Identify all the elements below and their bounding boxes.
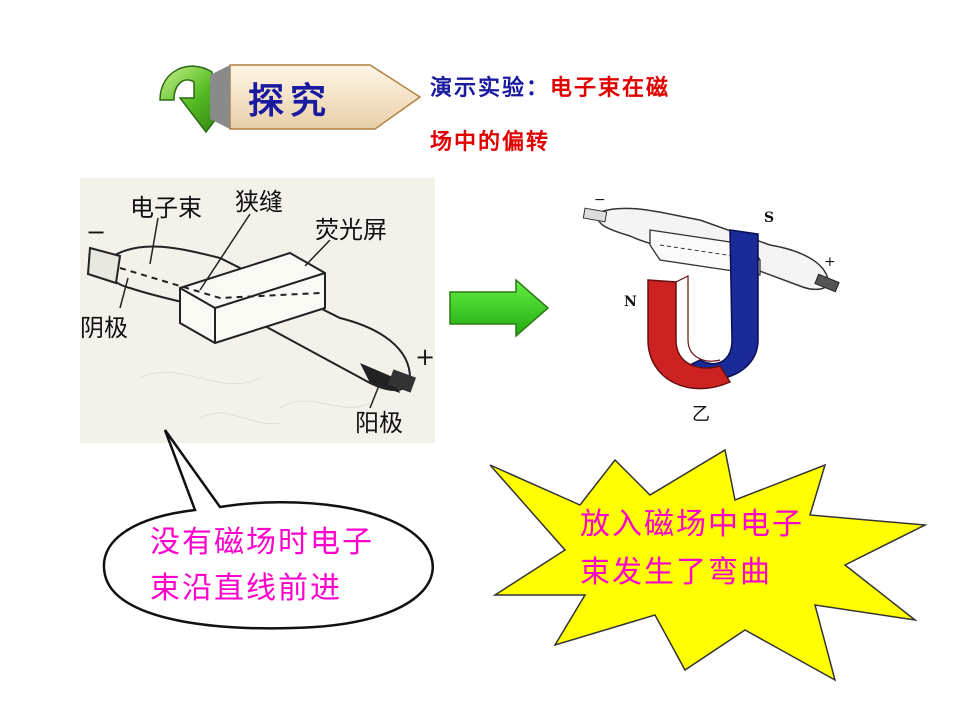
left-figure: 电子束 狭缝 荧光屏 阴极 阳极 − +	[80, 178, 435, 443]
magnet-tube-drawing	[582, 207, 840, 390]
right-figure: − + S N 乙	[580, 190, 840, 425]
label-plus-right: +	[824, 254, 836, 270]
label-screen: 荧光屏	[315, 216, 387, 244]
label-n: N	[624, 294, 637, 310]
header: 探究	[150, 50, 440, 140]
label-s: S	[764, 210, 775, 226]
demo-title-part1: 电子束在磁	[550, 76, 671, 101]
right-arrow-icon	[449, 278, 550, 338]
tube-drawing	[86, 213, 417, 425]
burst-shape	[489, 448, 928, 682]
bubble-right-line2: 束发生了弯曲	[580, 555, 772, 590]
badge-title: 探究	[248, 80, 333, 122]
speech-bubble	[102, 429, 435, 630]
label-minus: −	[86, 218, 107, 246]
label-caption: 乙	[692, 404, 710, 425]
bubble-right-line1: 放入磁场中电子	[580, 507, 804, 542]
demo-prefix: 演示实验：	[430, 76, 551, 101]
label-electron-beam: 电子束	[130, 194, 202, 222]
demo-title-line2: 场中的偏转	[430, 130, 551, 155]
bubble-left-line1: 没有磁场时电子	[150, 525, 374, 560]
demo-title-line1: 演示实验：电子束在磁	[430, 70, 670, 102]
label-minus-right: −	[594, 192, 606, 208]
label-plus: +	[415, 343, 436, 371]
bubble-left-line2: 束沿直线前进	[150, 571, 342, 606]
label-anode: 阳极	[355, 409, 403, 437]
label-slit: 狭缝	[235, 188, 283, 216]
badge-shape	[210, 64, 422, 130]
label-cathode: 阴极	[80, 314, 128, 342]
